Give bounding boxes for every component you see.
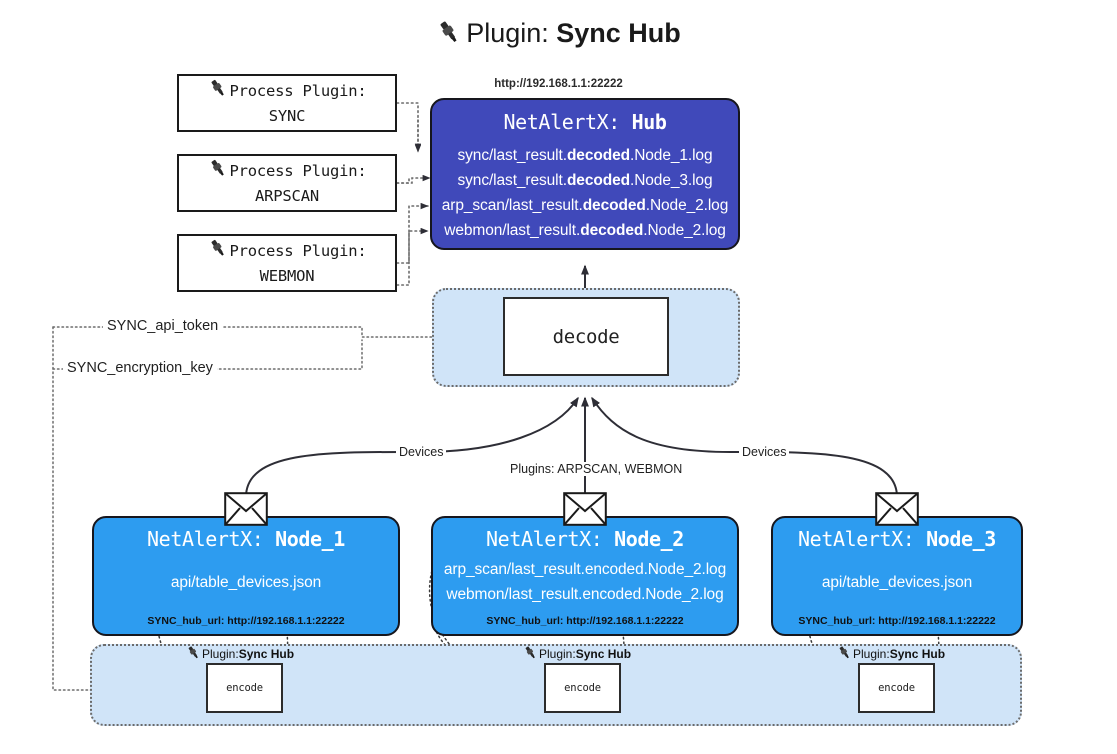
node-1[interactable]: NetAlertX: Node_1 api/table_devices.json… (92, 516, 400, 636)
plug-icon (523, 645, 538, 663)
encode-plugin-label: Plugin: Sync Hub (186, 645, 294, 663)
process-plugin-label: Process Plugin: (229, 81, 367, 100)
hub-title-prefix: NetAlertX: (503, 110, 632, 134)
node-line: api/table_devices.json (170, 573, 322, 591)
node-title: NetAlertX: Node_2 (486, 527, 684, 551)
devices-left-label: Devices (396, 445, 447, 459)
hub-url-label: http://192.168.1.1:22222 (494, 78, 623, 90)
process-plugin-webmon[interactable]: Process Plugin: WEBMON (177, 234, 397, 292)
process-plugin-name: WEBMON (259, 267, 315, 285)
plug-icon (837, 645, 852, 663)
sync-encryption-key-label: SYNC_encryption_key (63, 360, 217, 376)
encode-label: encode (226, 682, 263, 694)
process-plugin-arpscan[interactable]: Process Plugin: ARPSCAN (177, 154, 397, 212)
devices-right-label: Devices (739, 445, 790, 459)
envelope-icon (563, 492, 607, 531)
node-3[interactable]: NetAlertX: Node_3 api/table_devices.json… (771, 516, 1023, 636)
hub-title-name: Hub (631, 110, 667, 134)
envelope-icon (224, 492, 268, 531)
hub-node[interactable]: NetAlertX: Hub sync/last_result.decoded.… (430, 98, 740, 250)
hub-log-line: sync/last_result.decoded.Node_3.log (457, 172, 713, 190)
node-footer: SYNC_hub_url: http://192.168.1.1:22222 (147, 615, 345, 627)
plugins-middle-label: Plugins: ARPSCAN, WEBMON (507, 462, 686, 476)
node-line: arp_scan/last_result.encoded.Node_2.log (443, 561, 727, 579)
title-name: Sync Hub (556, 18, 681, 48)
process-plugin-name: ARPSCAN (255, 187, 319, 205)
process-plugin-label: Process Plugin: (229, 161, 367, 180)
plug-icon (208, 158, 228, 185)
node-2[interactable]: NetAlertX: Node_2 arp_scan/last_result.e… (431, 516, 739, 636)
plug-icon (436, 19, 462, 52)
process-plugin-name: SYNC (268, 107, 306, 125)
encode-label: encode (878, 682, 915, 694)
plug-icon (186, 645, 201, 663)
hub-title: NetAlertX: Hub (504, 110, 667, 134)
node-line: api/table_devices.json (821, 573, 973, 591)
encode-box-node-1[interactable]: encode (206, 663, 283, 713)
title-prefix: Plugin: (466, 18, 557, 48)
envelope-icon (875, 492, 919, 531)
decode-box[interactable]: decode (503, 297, 669, 376)
sync-api-token-label: SYNC_api_token (103, 318, 223, 334)
hub-log-line: arp_scan/last_result.decoded.Node_2.log (441, 197, 729, 215)
node-line: webmon/last_result.encoded.Node_2.log (446, 586, 724, 603)
plug-icon (208, 238, 228, 265)
page-title: Plugin: Sync Hub (0, 18, 1117, 52)
hub-log-line: webmon/last_result.decoded.Node_2.log (444, 222, 726, 240)
node-footer: SYNC_hub_url: http://192.168.1.1:22222 (798, 615, 996, 627)
node-footer: SYNC_hub_url: http://192.168.1.1:22222 (486, 615, 684, 627)
encode-label: encode (564, 682, 601, 694)
hub-log-line: sync/last_result.decoded.Node_1.log (457, 147, 713, 164)
plug-icon (208, 78, 228, 105)
process-plugin-sync[interactable]: Process Plugin: SYNC (177, 74, 397, 132)
decode-label: decode (552, 325, 620, 348)
encode-plugin-label: Plugin: Sync Hub (837, 645, 945, 663)
encode-box-node-3[interactable]: encode (858, 663, 935, 713)
encode-box-node-2[interactable]: encode (544, 663, 621, 713)
encode-plugin-label: Plugin: Sync Hub (523, 645, 631, 663)
process-plugin-label: Process Plugin: (229, 241, 367, 260)
